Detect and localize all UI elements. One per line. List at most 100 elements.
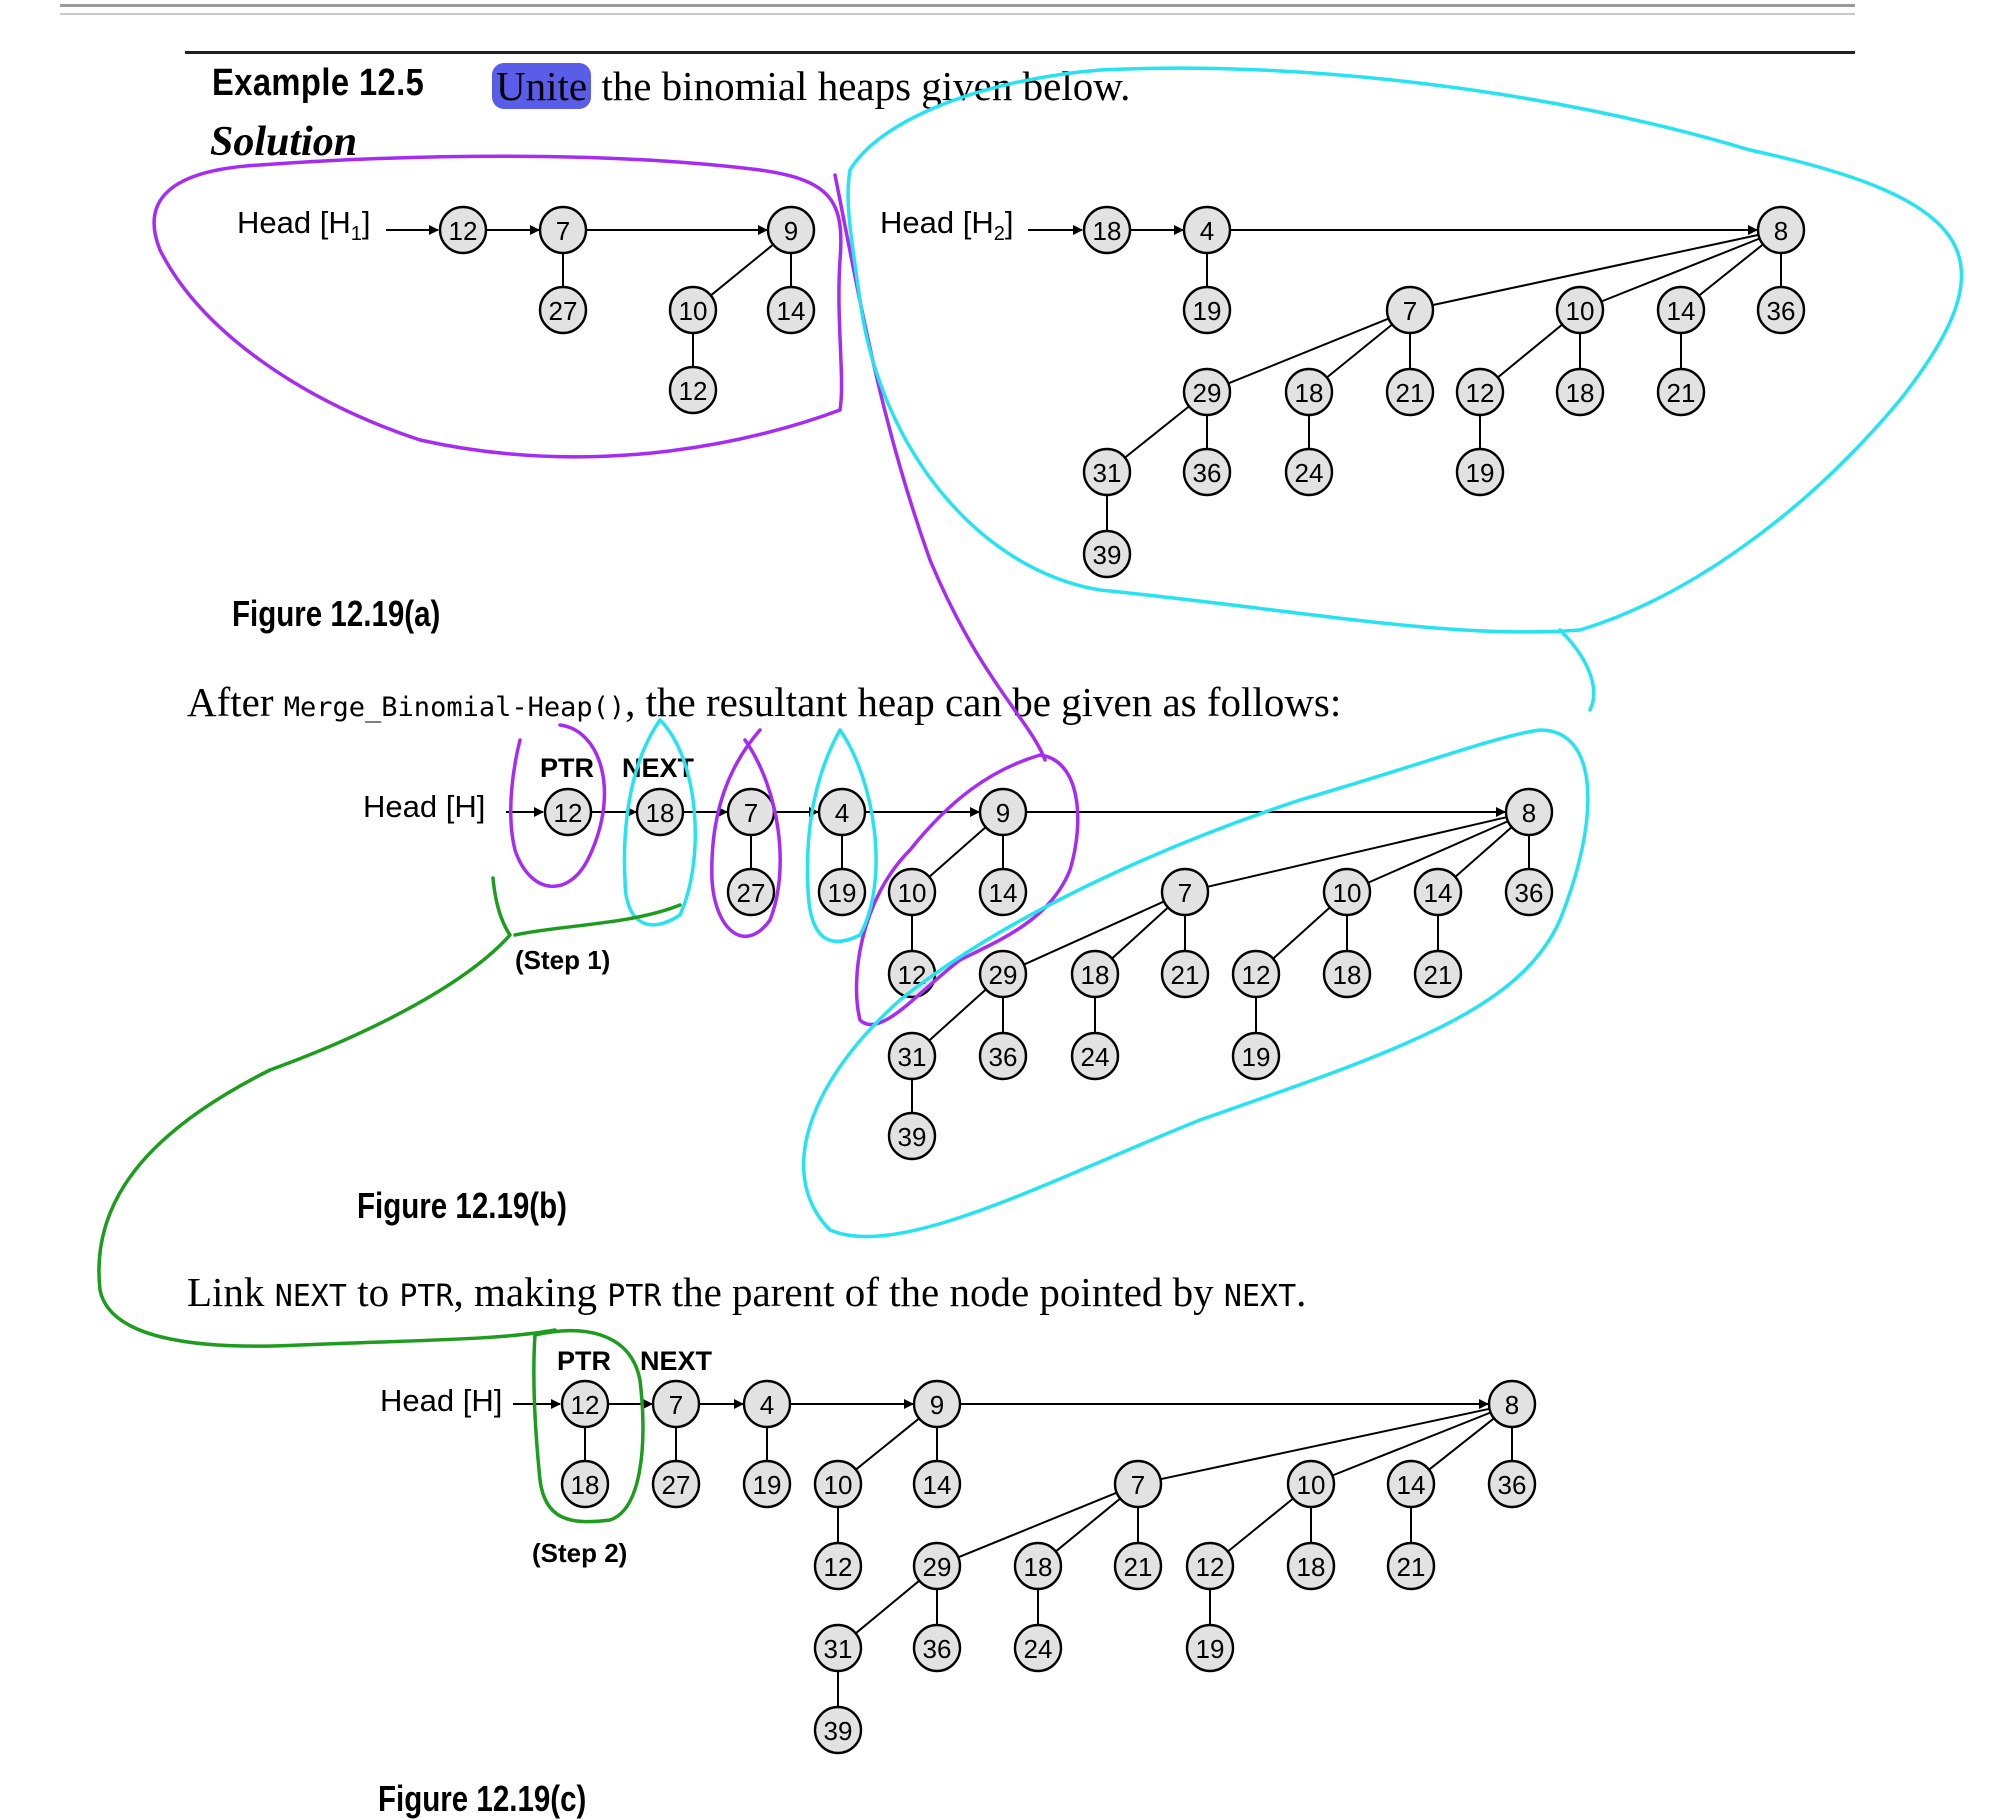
- svg-text:10: 10: [898, 878, 927, 908]
- svg-text:18: 18: [1081, 960, 1110, 990]
- svg-text:12: 12: [679, 376, 708, 406]
- svg-text:10: 10: [1566, 296, 1595, 326]
- tree-edge: [1428, 1417, 1495, 1471]
- heap-node: 31: [887, 1031, 937, 1081]
- svg-text:10: 10: [824, 1470, 853, 1500]
- tree-edge: [1326, 323, 1393, 379]
- head-h2-close: ]: [1004, 205, 1014, 240]
- svg-text:39: 39: [898, 1122, 927, 1152]
- svg-text:18: 18: [1093, 216, 1122, 246]
- svg-text:4: 4: [835, 798, 849, 828]
- heap-node: 36: [912, 1623, 962, 1673]
- heap-node: 29: [1182, 367, 1232, 417]
- svg-text:7: 7: [1131, 1470, 1145, 1500]
- heap-node: 36: [978, 1031, 1028, 1081]
- heap-node: 14: [1413, 867, 1463, 917]
- heap-node: 21: [1386, 1541, 1436, 1591]
- link-ptr-word: PTR: [399, 1279, 454, 1314]
- svg-text:18: 18: [1297, 1552, 1326, 1582]
- heap-node: 10: [813, 1459, 863, 1509]
- annotation-stroke: [801, 728, 1590, 1239]
- svg-text:7: 7: [1178, 878, 1192, 908]
- link-next-word-2: NEXT: [1223, 1279, 1297, 1314]
- ptr-label-c: PTR: [557, 1346, 611, 1376]
- heap-node: 8: [1487, 1379, 1537, 1429]
- svg-text:12: 12: [824, 1552, 853, 1582]
- svg-text:18: 18: [1295, 378, 1324, 408]
- example-text: the binomial heaps given below.: [591, 63, 1131, 109]
- head-h1-label: Head [H1]: [237, 205, 370, 246]
- annotation-stroke: [710, 728, 782, 939]
- svg-text:21: 21: [1424, 960, 1453, 990]
- heap-node: 19: [742, 1459, 792, 1509]
- annotation-stroke: [846, 66, 1964, 634]
- svg-text:36: 36: [923, 1634, 952, 1664]
- svg-text:12: 12: [1242, 960, 1271, 990]
- annotation-stroke: [509, 723, 607, 888]
- svg-text:24: 24: [1295, 458, 1324, 488]
- svg-text:39: 39: [824, 1716, 853, 1746]
- svg-text:12: 12: [898, 960, 927, 990]
- svg-text:19: 19: [1193, 296, 1222, 326]
- svg-text:19: 19: [1466, 458, 1495, 488]
- example-heading: Unite the binomial heaps given below.: [492, 62, 1130, 110]
- heap-node: 24: [1013, 1623, 1063, 1673]
- heap-node: 8: [1756, 205, 1806, 255]
- head-h-label-b: Head [H]: [363, 789, 486, 824]
- heap-node: 29: [978, 949, 1028, 999]
- annotation-stroke: [833, 173, 1047, 762]
- tree-edge: [855, 1579, 920, 1635]
- tree-edge: [1432, 233, 1759, 307]
- svg-text:7: 7: [669, 1390, 683, 1420]
- tree-edge: [1367, 820, 1509, 884]
- svg-text:18: 18: [1024, 1552, 1053, 1582]
- heap-node: 14: [1386, 1459, 1436, 1509]
- heap-node: 24: [1070, 1031, 1120, 1081]
- link-text-2: to: [346, 1269, 400, 1315]
- annotation-stroke: [622, 718, 698, 927]
- heap-node: 18: [1322, 949, 1372, 999]
- heap-node: 7: [538, 205, 588, 255]
- heap-node: 36: [1182, 447, 1232, 497]
- head-h1-sub: 1: [350, 223, 362, 246]
- tree-edge: [1227, 1497, 1294, 1553]
- link-text-3: , making: [453, 1269, 608, 1315]
- heap-node: 18: [1284, 367, 1334, 417]
- heap-node: 7: [1385, 285, 1435, 335]
- svg-text:18: 18: [571, 1470, 600, 1500]
- heap-node: 12: [1185, 1541, 1235, 1591]
- tree-edge: [1227, 317, 1390, 385]
- figure-c-caption: Figure 12.19(c): [378, 1778, 587, 1819]
- heap-node: 8: [1504, 787, 1554, 837]
- heap-node: 9: [978, 787, 1028, 837]
- link-next-word: NEXT: [274, 1279, 347, 1314]
- svg-text:39: 39: [1093, 540, 1122, 570]
- svg-text:14: 14: [923, 1470, 952, 1500]
- heap-node: 7: [1113, 1459, 1163, 1509]
- heap-node: 36: [1756, 285, 1806, 335]
- svg-text:14: 14: [1397, 1470, 1426, 1500]
- heap-node: 14: [1656, 285, 1706, 335]
- link-text-5: .: [1296, 1269, 1307, 1315]
- svg-text:9: 9: [996, 798, 1010, 828]
- ptr-label-b: PTR: [540, 753, 594, 783]
- svg-text:29: 29: [1193, 378, 1222, 408]
- svg-text:4: 4: [760, 1390, 774, 1420]
- heap-node: 19: [1185, 1623, 1235, 1673]
- heap-node: 7: [726, 787, 776, 837]
- svg-text:14: 14: [989, 878, 1018, 908]
- heap-node: 9: [766, 205, 816, 255]
- tree-edge: [1497, 323, 1563, 379]
- heap-node: 12: [560, 1379, 610, 1429]
- annotation-stroke: [1558, 628, 1596, 712]
- annotation-stroke: [805, 728, 878, 944]
- heap-node: 39: [1082, 529, 1132, 579]
- top-rule: [60, 4, 1855, 15]
- example-label: Example 12.5: [212, 62, 425, 104]
- tree-edge: [1055, 1497, 1121, 1553]
- heap-node: 18: [560, 1459, 610, 1509]
- heap-node: 21: [1160, 949, 1210, 999]
- heap-node: 21: [1656, 367, 1706, 417]
- svg-text:4: 4: [1200, 216, 1214, 246]
